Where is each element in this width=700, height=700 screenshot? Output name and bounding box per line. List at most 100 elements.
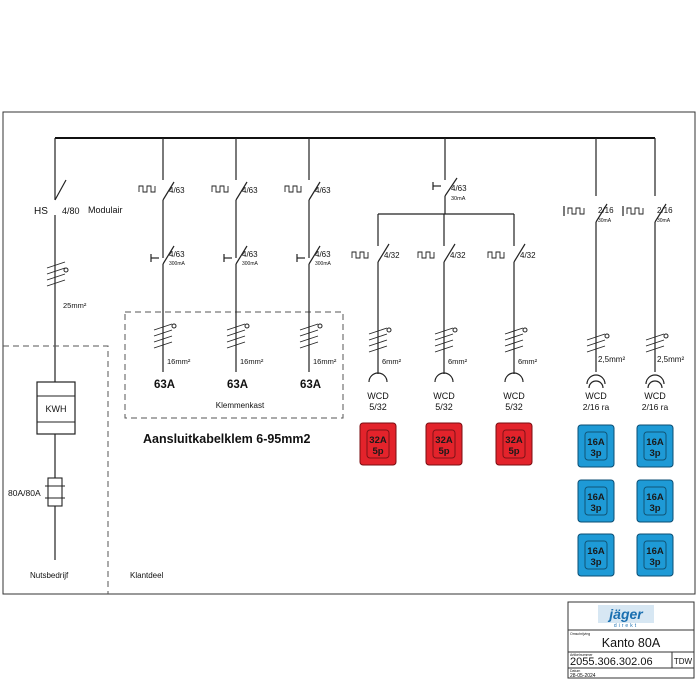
socket-symbol-icon: [586, 374, 606, 385]
switch-contact-icon: [654, 203, 667, 223]
group-a-output: 63A: [300, 379, 321, 391]
article-number: 2055.306.302.06: [570, 656, 653, 668]
group-a-rcd-sub: 300mA: [242, 261, 259, 267]
terminal-box: [124, 311, 344, 419]
group-a-output: 63A: [227, 379, 248, 391]
customer-area-label: Klantdeel: [130, 571, 164, 580]
group-b-cable: 6mm²: [448, 357, 468, 366]
thermal-trip-icon: [626, 207, 644, 215]
group-c-rcbo-rating: 2/16: [657, 206, 673, 215]
terminal-box-label: Klemmenkast: [216, 401, 265, 410]
socket-rating: 16A: [587, 437, 605, 448]
cable-hatch-icon: [299, 323, 319, 331]
switch-contact-icon: [377, 243, 390, 263]
cable-hatch-icon: [434, 327, 454, 335]
socket-poles: 5p: [508, 446, 519, 457]
date-value: 28-05-2024: [570, 673, 596, 679]
title-text: Kanto 80A: [602, 636, 661, 650]
supply-cable-label: 25mm²: [63, 301, 87, 310]
socket-rating: 16A: [646, 546, 664, 557]
group-a-rcd-rating: 4/63: [169, 250, 185, 259]
thermal-trip-icon: [351, 251, 369, 259]
group-a-rcd-sub: 300mA: [169, 261, 186, 267]
group-b-outlet-type: WCD: [367, 391, 389, 401]
group-a-rcd-sub: 300mA: [315, 261, 332, 267]
group-b-outlet-type: WCD: [503, 391, 525, 401]
group-b-outlet-rating: 5/32: [505, 402, 523, 412]
socket-rating: 32A: [369, 435, 387, 446]
group-a-output: 63A: [154, 379, 175, 391]
main-switch-label: HS: [34, 206, 48, 217]
group-b-breaker-rating: 4/32: [520, 251, 536, 260]
diagram-frame: [2, 111, 696, 595]
group-c-cable: 2,5mm²: [598, 355, 625, 364]
group-b-main-rcd-rating: 4/63: [451, 184, 467, 193]
group-a-breaker-rating: 4/63: [242, 186, 258, 195]
terminal-note: Aansluitkabelklem 6-95mm2: [143, 432, 310, 446]
main-feed: [36, 138, 76, 560]
group-c-rcbo-rating: 2/16: [598, 206, 614, 215]
group-b-main-rcd-sub: 30mA: [451, 196, 466, 202]
thermal-trip-icon: [211, 185, 229, 193]
socket-symbol-icon: [504, 372, 524, 383]
cable-hatch-icon: [586, 333, 606, 341]
date-label: Datum: [570, 669, 580, 673]
brand-sub: direkt: [614, 623, 638, 629]
group-b-feed: [378, 138, 514, 215]
socket-poles: 3p: [590, 503, 601, 514]
main-fuse-symbol: [47, 477, 63, 507]
socket-rating: 32A: [435, 435, 453, 446]
socket-rating: 32A: [505, 435, 523, 446]
cable-hatch-icon: [645, 333, 665, 341]
switch-contact-icon: [308, 181, 321, 201]
utility-boundary: [3, 345, 109, 594]
group-c-outlet-type: WCD: [585, 391, 607, 401]
group-a-rcd-rating: 4/63: [242, 250, 258, 259]
group-a-breaker-rating: 4/63: [169, 186, 185, 195]
kwh-meter: [36, 381, 76, 435]
group-c-outlet-type: WCD: [644, 391, 666, 401]
group-b-outlet-rating: 5/32: [369, 402, 387, 412]
socket-poles: 3p: [590, 448, 601, 459]
socket-rating: 16A: [587, 546, 605, 557]
cable-hatch-icon: [226, 323, 246, 331]
socket-poles: 3p: [649, 557, 660, 568]
group-c-outlet-rating: 2/16 ra: [583, 402, 610, 412]
group-a-rcd-rating: 4/63: [315, 250, 331, 259]
group-b-cable: 6mm²: [382, 357, 402, 366]
group-c-outlet-rating: 2/16 ra: [642, 402, 669, 412]
thermal-trip-icon: [138, 185, 156, 193]
article-number-label: Artikelnummer: [570, 653, 593, 657]
group-b-breaker-rating: 4/32: [450, 251, 466, 260]
group-b-circuits: 4/326mm²WCD5/3232A5p4/326mm²WCD5/3232A5p…: [351, 214, 538, 466]
title-block: [567, 601, 695, 679]
socket-rating: 16A: [646, 492, 664, 503]
kwh-label: KWH: [46, 404, 67, 414]
socket-symbol-icon: [645, 374, 665, 385]
brand-name: jäger: [607, 606, 644, 622]
switch-contact-icon: [235, 245, 248, 265]
switch-contact-icon: [595, 203, 608, 223]
socket-poles: 3p: [649, 448, 660, 459]
socket-symbol-icon: [434, 372, 454, 383]
drawn-by: TDW: [674, 657, 693, 666]
cable-hatch-icon: [153, 323, 173, 331]
main-switch-type: Modulair: [88, 205, 123, 215]
socket-poles: 3p: [649, 503, 660, 514]
group-b-outlet-rating: 5/32: [435, 402, 453, 412]
thermal-trip-icon: [487, 251, 505, 259]
thermal-trip-icon: [284, 185, 302, 193]
group-a-cable: 16mm²: [167, 357, 191, 366]
group-b-cable: 6mm²: [518, 357, 538, 366]
switch-contact-icon: [162, 181, 175, 201]
socket-rating: 16A: [587, 492, 605, 503]
group-b-breaker-rating: 4/32: [384, 251, 400, 260]
socket-poles: 5p: [438, 446, 449, 457]
